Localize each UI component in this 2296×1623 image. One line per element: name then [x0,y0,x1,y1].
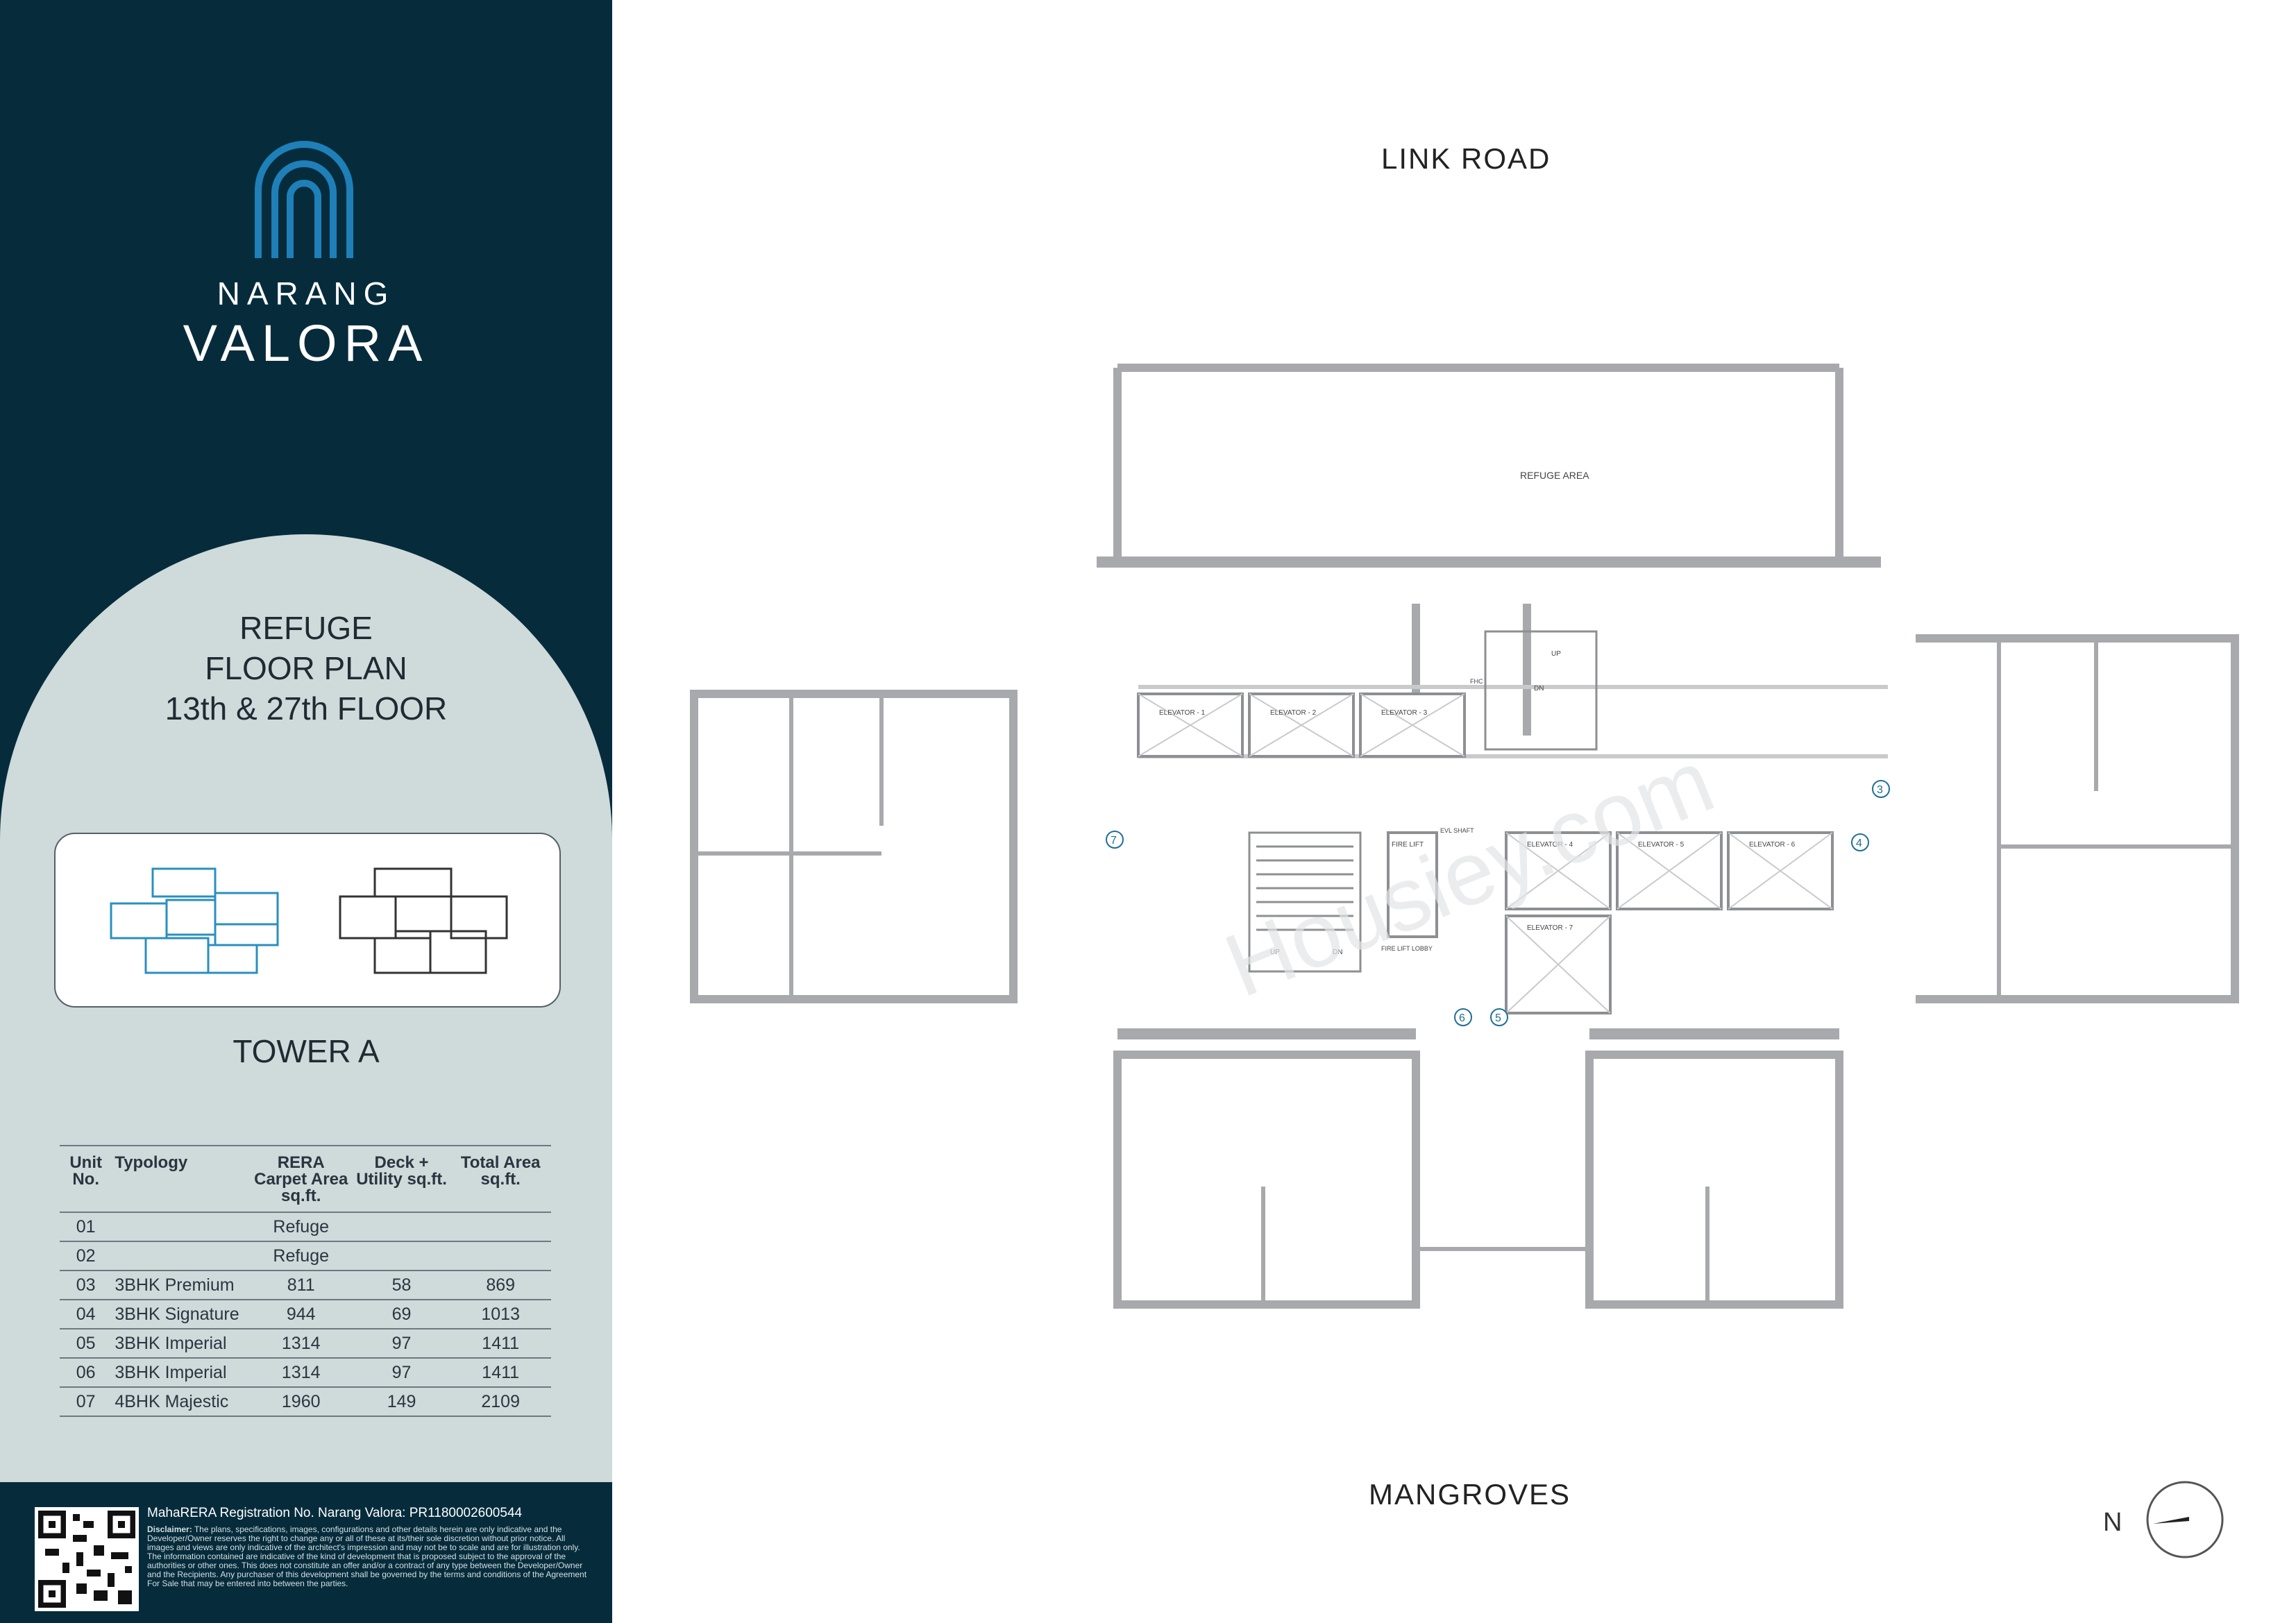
elevator-7-label: ELEVATOR - 7 [1527,924,1573,932]
cell-total: 1411 [450,1329,551,1359]
brand-line-1: NARANG [217,275,396,312]
page-title: REFUGE FLOOR PLAN 13th & 27th FLOOR [0,608,612,729]
cell-rera: 811 [248,1271,353,1300]
unit-marker-6: 6 [1459,1012,1465,1024]
col-rera: RERA Carpet Area sq.ft. [248,1145,353,1213]
cell-rera: Refuge [248,1212,353,1242]
cell-unit: 07 [60,1387,112,1417]
fire-lift-label: FIRE LIFT [1392,841,1424,849]
stair2-up-label: UP [1551,650,1561,658]
disclaimer-label: Disclaimer: [147,1524,192,1534]
footer: MahaRERA Registration No. Narang Valora:… [0,1482,612,1623]
elevator-4-label: ELEVATOR - 4 [1527,841,1573,849]
key-plan-box [54,833,561,1008]
staircase-group [1248,630,1598,973]
unit-marker-5: 5 [1495,1012,1501,1024]
brand-line-2: VALORA [183,314,430,372]
evl-shaft-label: EVL SHAFT [1440,827,1474,834]
cell-rera: 944 [248,1300,353,1329]
cell-rera: 1314 [248,1329,353,1359]
unit-marker-3: 3 [1877,784,1883,796]
fire-lift-lobby-label: FIRE LIFT LOBBY [1381,945,1433,952]
table-row: 02 Refuge [60,1241,551,1271]
tower-label: TOWER A [233,1033,380,1069]
floor-plan: REFUGE AREA ELEVATOR - 1 ELEVATOR - 2 EL… [690,364,2239,1309]
qr-code-icon[interactable] [35,1507,139,1611]
cell-deck: 69 [353,1300,450,1329]
col-unit: Unit No. [60,1145,112,1213]
cell-total: 1013 [450,1300,551,1329]
refuge-area-label: REFUGE AREA [1520,470,1589,481]
title-line-1: REFUGE [239,610,373,646]
table-header-row: Unit No. Typology RERA Carpet Area sq.ft… [60,1145,551,1213]
fhc-label: FHC [1470,678,1483,685]
cell-deck: 97 [353,1329,450,1359]
cell-unit: 06 [60,1358,112,1388]
cell-unit: 04 [60,1300,112,1329]
cell-typology: 3BHK Premium [112,1271,249,1300]
elevator-2-label: ELEVATOR - 2 [1270,709,1317,717]
cell-total: 869 [450,1271,551,1300]
north-label: N [2103,1508,2122,1537]
cell-unit: 02 [60,1241,112,1271]
cell-typology: 3BHK Imperial [112,1329,249,1359]
cell-total [450,1212,551,1242]
cell-total [450,1241,551,1271]
cell-deck: 58 [353,1271,450,1300]
cell-unit: 05 [60,1329,112,1359]
area-table: Unit No. Typology RERA Carpet Area sq.ft… [60,1145,551,1417]
col-typology: Typology [112,1145,249,1213]
elevator-5-label: ELEVATOR - 5 [1638,841,1685,849]
cell-typology [112,1212,249,1242]
key-plan-tower-a-icon [110,867,279,974]
cell-total: 1411 [450,1358,551,1388]
cell-typology [112,1241,249,1271]
cell-rera: 1960 [248,1387,353,1417]
road-label-top: LINK ROAD [1381,142,1551,175]
elevator-1-label: ELEVATOR - 1 [1159,709,1206,717]
title-line-3: 13th & 27th FLOOR [164,690,448,726]
compass-icon: N [2103,1481,2224,1558]
cell-deck [353,1212,450,1242]
unit-marker-group: 3 4 5 6 7 [1106,780,1890,1026]
cell-deck [353,1241,450,1271]
col-total: Total Area sq.ft. [450,1145,551,1213]
cell-deck: 97 [353,1358,450,1388]
cell-unit: 01 [60,1212,112,1242]
elevator-3-label: ELEVATOR - 3 [1381,709,1428,717]
left-panel: NARANG VALORA REFUGE FLOOR PLAN 13th & 2… [0,0,612,1623]
cell-typology: 3BHK Imperial [112,1358,249,1388]
table-row: 01 Refuge [60,1212,551,1242]
col-deck: Deck + Utility sq.ft. [353,1145,450,1213]
title-line-2: FLOOR PLAN [205,650,407,686]
elevator-6-label: ELEVATOR - 6 [1749,841,1796,849]
cell-typology: 4BHK Majestic [112,1387,249,1417]
road-label-bottom: MANGROVES [1369,1478,1571,1511]
unit-marker-4: 4 [1856,838,1862,849]
disclaimer-text: The plans, specifications, images, confi… [147,1524,587,1588]
wall-group [690,364,2239,1309]
cell-total: 2109 [450,1387,551,1417]
elevator-cross-group [1138,693,1833,1014]
stair-up-label: UP [1270,949,1280,956]
cell-rera: Refuge [248,1241,353,1271]
cell-deck: 149 [353,1387,450,1417]
stair-dn-label: DN [1333,949,1342,956]
unit-marker-7: 7 [1111,835,1117,847]
cell-typology: 3BHK Signature [112,1300,249,1329]
key-plan-tower-b-icon [339,867,508,974]
cell-rera: 1314 [248,1358,353,1388]
registration-text: MahaRERA Registration No. Narang Valora:… [147,1506,523,1520]
disclaimer: Disclaimer: The plans, specifications, i… [147,1525,591,1588]
stair2-dn-label: DN [1534,685,1544,692]
cell-unit: 03 [60,1271,112,1300]
narang-valora-logo-icon [255,141,353,258]
